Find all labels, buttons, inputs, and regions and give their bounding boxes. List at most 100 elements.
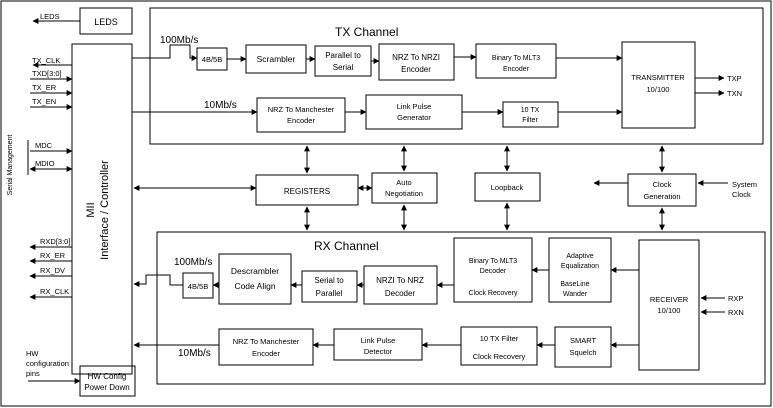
smart-squelch-block — [554, 326, 612, 368]
rx-manchester-encoder-block — [218, 328, 314, 366]
hw-pins-label-1: HW — [26, 349, 39, 358]
rx-100-rate: 100Mb/s — [174, 257, 212, 268]
rx-er-signal: RX_ER — [40, 251, 66, 260]
transmitter-label-2: 10/100 — [647, 85, 670, 94]
tx-channel-box — [149, 7, 764, 145]
tx-filter-block — [502, 101, 559, 128]
link-pulse-det-label-2: Detector — [364, 347, 393, 356]
hw-pins-label-2: configuration — [26, 359, 69, 368]
descrambler-block — [218, 253, 292, 305]
hw-config-label-1: HW Config — [88, 372, 127, 381]
link-pulse-gen-label-1: Link Pulse — [397, 102, 432, 111]
tx-manchester-encoder-block — [256, 97, 346, 133]
mii-label-2: Interface / Controller — [99, 160, 111, 260]
tx-clk-signal: TX_CLK — [32, 56, 60, 65]
rx-filter-label-1: 10 TX Filter — [480, 334, 519, 343]
eq-label-2: Equalization — [561, 263, 599, 270]
descrambler-label-1: Descrambler — [231, 266, 279, 276]
tx-100-rate: 100Mb/s — [160, 35, 198, 46]
s2p-label-2: Parallel — [316, 289, 343, 298]
tx-4b5b-label: 4B/5B — [202, 55, 222, 64]
rx-clk-signal: RX_CLK — [40, 287, 69, 296]
mii-label-1: MII — [85, 202, 97, 217]
rx-channel-box — [156, 231, 766, 385]
nrz-dec-label-2: Decoder — [385, 289, 416, 298]
loopback-label: Loopback — [491, 183, 524, 192]
tx-manchester-label-1: NRZ To Manchester — [268, 105, 335, 114]
clock-generation-block — [627, 173, 697, 207]
s2p-label-1: Serial to — [314, 276, 344, 285]
tx-manchester-label-2: Encoder — [287, 116, 315, 125]
hw-config-label-2: Power Down — [84, 383, 129, 392]
eq-label-3: BaseLine — [560, 281, 589, 288]
loopback-block — [474, 172, 541, 202]
rx-manchester-label-2: Encoder — [252, 349, 280, 358]
auto-negotiation-block — [371, 172, 438, 204]
serial-management-label: Serial Management — [7, 135, 14, 196]
rx-manchester-label-1: NRZ To Manchester — [233, 337, 300, 346]
mlt3-dec-label-3: Clock Recovery — [468, 290, 518, 297]
system-clock-label-1: System — [732, 180, 757, 189]
rx-channel-label: RX Channel — [314, 239, 379, 253]
rx-filter-label-2: Clock Recovery — [473, 352, 526, 361]
nrz-to-nrzi-block — [378, 43, 455, 81]
nrz-dec-label-1: NRZI To NRZ — [376, 276, 424, 285]
rx-dv-signal: RX_DV — [40, 266, 65, 275]
rx-10-rate: 10Mb/s — [178, 348, 211, 359]
mlt3-dec-label-2: Decoder — [480, 268, 507, 275]
clock-gen-label-1: Clock — [653, 180, 672, 189]
tx-100-input-path — [132, 44, 198, 61]
leds-signal: LEDS — [40, 12, 60, 21]
rx-100-output-path — [133, 274, 183, 287]
hw-pins-label-3: pins — [26, 369, 40, 378]
system-clock-label-2: Clock — [732, 190, 751, 199]
link-pulse-generator-block — [365, 94, 463, 130]
rxn-signal: RXN — [728, 308, 744, 317]
link-pulse-gen-label-2: Generator — [397, 113, 431, 122]
tx-en-signal: TX_EN — [32, 97, 56, 106]
tx-filter-label-1: 10 TX — [521, 107, 540, 114]
eq-label-1: Adaptive — [566, 253, 593, 260]
txp-signal: TXP — [727, 74, 742, 83]
transmitter-block — [621, 41, 696, 129]
mlt3-enc-label-2: Encoder — [503, 66, 530, 73]
tx-channel-label: TX Channel — [335, 25, 398, 39]
p2s-label-2: Serial — [333, 63, 354, 72]
squelch-label-2: Squelch — [569, 348, 596, 357]
tx-er-signal: TX_ER — [32, 83, 57, 92]
autoneg-label-1: Auto — [396, 178, 411, 187]
mdc-signal: MDC — [35, 141, 53, 150]
descrambler-label-2: Code Align — [234, 281, 275, 291]
scrambler-label: Scrambler — [257, 54, 296, 64]
eq-label-4: Wander — [563, 291, 588, 298]
squelch-label-1: SMART — [570, 336, 597, 345]
receiver-label-2: 10/100 — [658, 306, 681, 315]
mii-controller-block — [71, 43, 133, 375]
autoneg-label-2: Negotiation — [385, 189, 423, 198]
binary-to-mlt3-encoder-block — [475, 43, 557, 79]
clock-gen-label-2: Generation — [643, 192, 680, 201]
mlt3-dec-label-1: Binary To MLT3 — [469, 258, 517, 265]
nrzi-label-1: NRZ To NRZI — [392, 53, 440, 62]
tx-filter-label-2: Filter — [522, 117, 538, 124]
mlt3-enc-label-1: Binary To MLT3 — [492, 55, 540, 62]
rx-4b5b-label: 4B/5B — [188, 282, 208, 291]
tx-10-rate: 10Mb/s — [204, 100, 237, 111]
txn-signal: TXN — [727, 89, 742, 98]
mdio-signal: MDIO — [35, 159, 55, 168]
link-pulse-det-label-1: Link Pulse — [361, 336, 396, 345]
hw-config-block — [79, 365, 136, 397]
p2s-label-1: Parallel to — [325, 51, 361, 60]
nrzi-to-nrz-block — [363, 265, 438, 305]
receiver-block — [638, 239, 700, 371]
txd-signal: TXD[3:0] — [32, 69, 62, 78]
registers-label: REGISTERS — [284, 187, 330, 196]
rxp-signal: RXP — [728, 294, 743, 303]
rxd-signal: RXD[3:0] — [40, 237, 70, 246]
nrzi-label-2: Encoder — [401, 65, 431, 74]
leds-block-label: LEDS — [94, 17, 118, 27]
transmitter-label-1: TRANSMITTER — [631, 73, 685, 82]
